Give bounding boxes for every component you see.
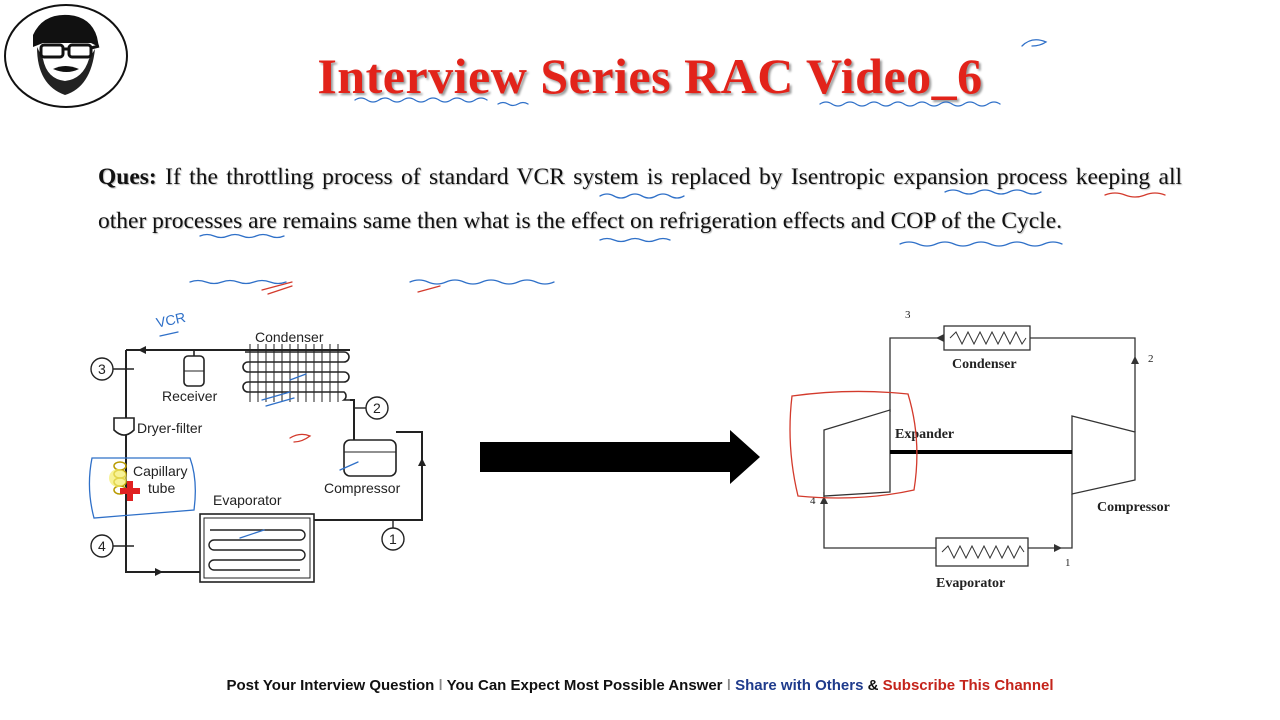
left-evaporator-label: Evaporator [213, 492, 282, 508]
receiver-label: Receiver [162, 388, 218, 404]
footer-post-question: Post Your Interview Question [226, 677, 435, 694]
left-compressor-label: Compressor [324, 480, 401, 496]
expander [823, 409, 891, 497]
handwritten-annotations [189, 39, 1166, 295]
footer-expect-answer: You Can Expect Most Possible Answer [446, 677, 723, 694]
question-text: Ques: If the throttling process of stand… [98, 155, 1182, 243]
left-point-2: 2 [373, 400, 381, 416]
question-label: Ques: [98, 164, 157, 190]
tube-label: tube [148, 480, 175, 496]
avatar-logo [4, 4, 128, 108]
footer-separator: ǀ [726, 677, 731, 694]
expander-label: Expander [895, 427, 954, 442]
left-condenser-label: Condenser [255, 329, 324, 345]
right-compressor-label: Compressor [1097, 500, 1170, 515]
right-evaporator [935, 537, 1029, 567]
right-condenser [943, 325, 1031, 351]
transition-arrow [480, 430, 760, 484]
left-evaporator [199, 513, 315, 583]
right-condenser-label: Condenser [952, 357, 1017, 372]
capillary-tube [109, 461, 140, 501]
left-point-4: 4 [98, 538, 106, 554]
capillary-label: Capillary [133, 463, 187, 479]
condenser-coil [242, 344, 350, 402]
dryer-filter [113, 417, 135, 436]
footer-separator: ǀ [438, 677, 443, 694]
right-point-2: 2 [1148, 353, 1154, 365]
footer-share: Share with Others [735, 677, 864, 694]
vcr-annotation: VCR [155, 309, 187, 331]
footer-bar: Post Your Interview Question ǀ You Can E… [0, 677, 1280, 694]
isentropic-cycle-diagram: Condenser Evaporator Expander Compressor… [789, 309, 1170, 591]
right-point-1: 1 [1065, 557, 1071, 569]
right-point-3: 3 [905, 309, 911, 321]
left-point-3: 3 [98, 361, 106, 377]
left-point-1: 1 [389, 531, 397, 547]
right-evaporator-label: Evaporator [936, 576, 1005, 591]
left-compressor [343, 439, 397, 477]
slide-title: Interview Series RAC Video_6 [317, 48, 983, 104]
question-body: If the throttling process of standard VC… [98, 164, 1182, 234]
vcr-schematic-diagram: VCR [88, 309, 426, 583]
footer-ampersand: & [867, 677, 879, 694]
right-point-4: 4 [810, 495, 816, 507]
footer-subscribe: Subscribe This Channel [882, 677, 1054, 694]
dryer-filter-label: Dryer-filter [137, 420, 203, 436]
right-compressor [1071, 415, 1136, 495]
